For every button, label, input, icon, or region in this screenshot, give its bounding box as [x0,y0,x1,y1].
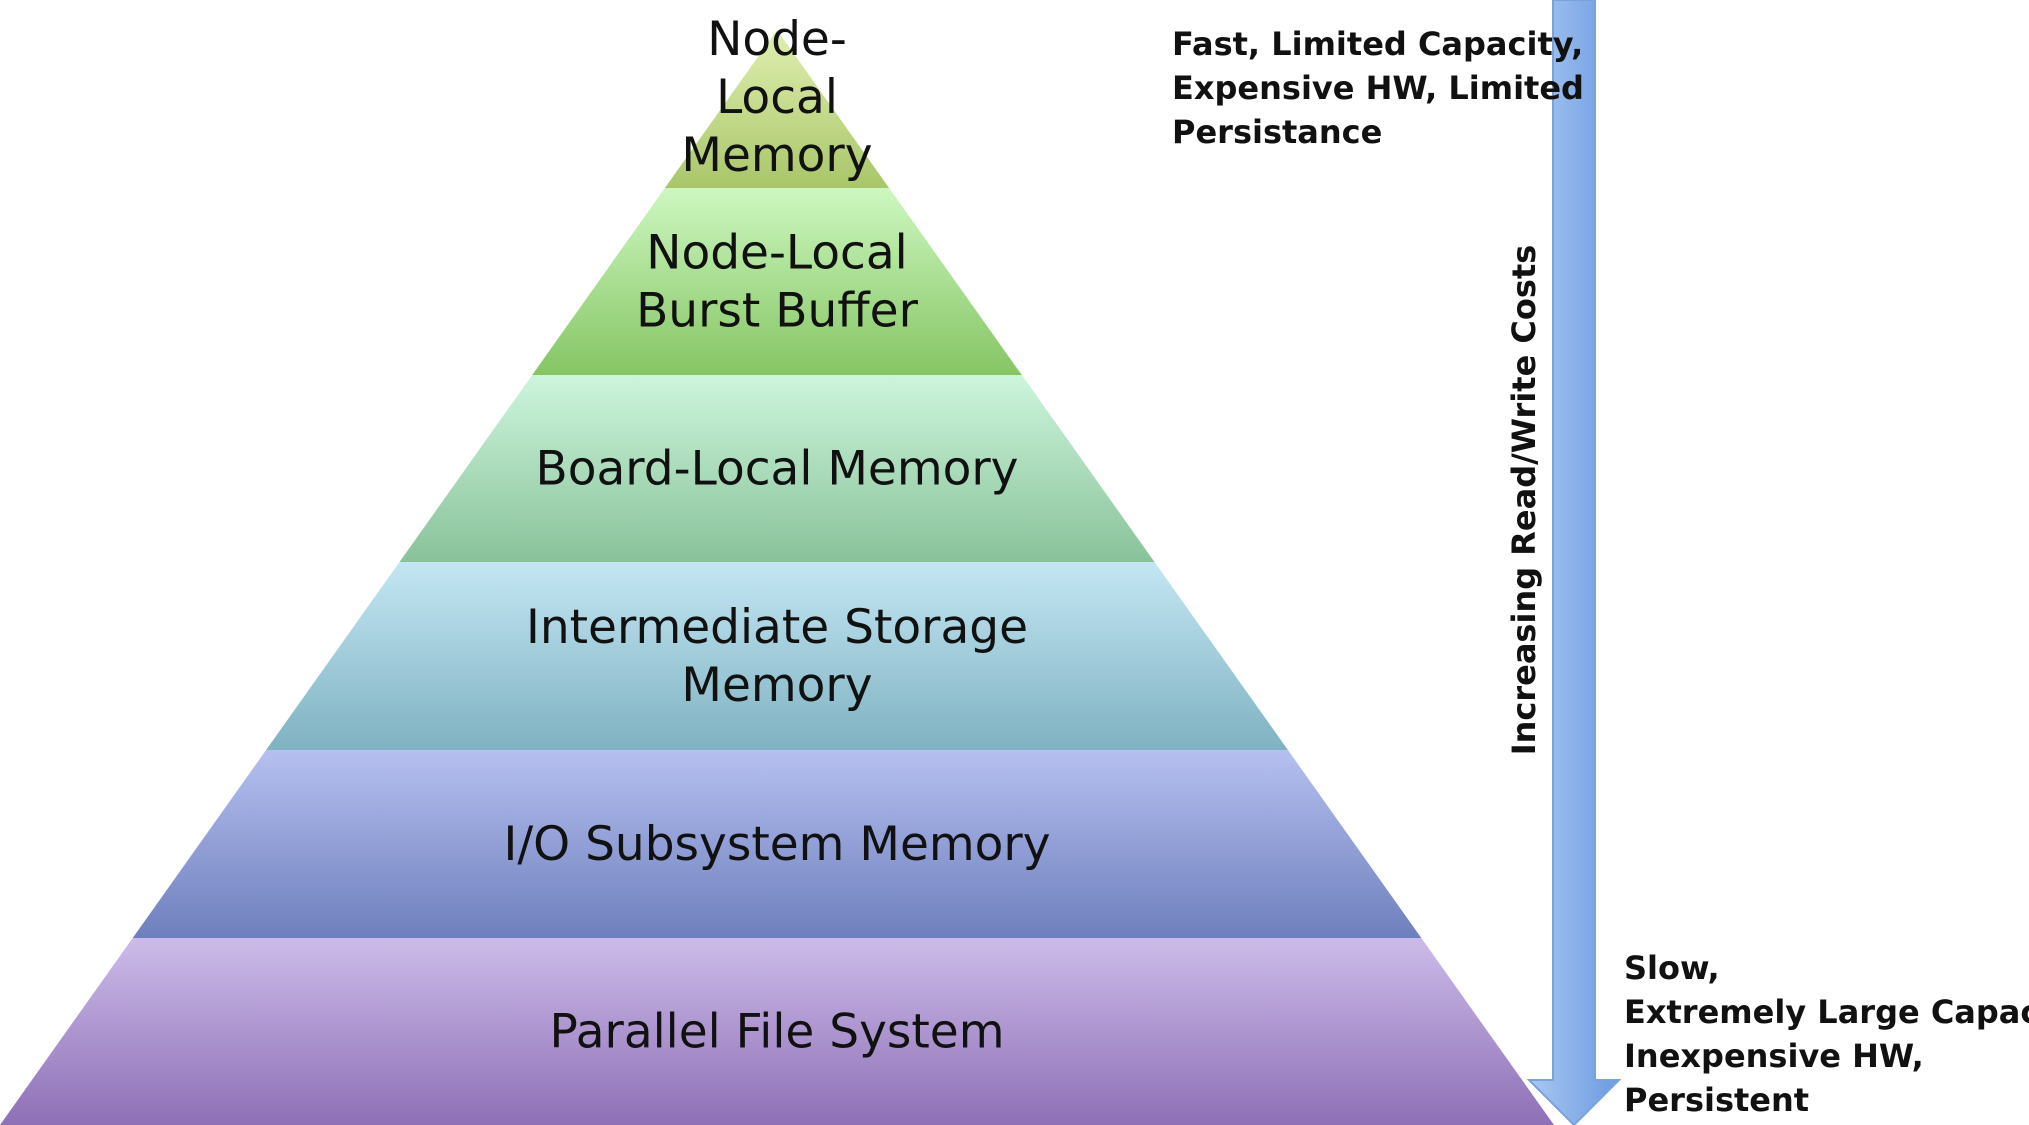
note-line: Persistent [1624,1081,1810,1119]
pyramid-tier [532,188,1022,375]
pyramid-tier [399,375,1155,562]
note-line: Extremely Large Capacity, [1624,993,2029,1031]
note-line: Inexpensive HW, [1624,1037,1924,1075]
note-line: Slow, [1624,949,1720,987]
tier-label: Burst Buffer [636,284,919,339]
fast-tier-note: Fast, Limited Capacity, Expensive HW, Li… [1172,22,1584,154]
tier-label: Memory [681,658,872,713]
tier-label: Local [716,70,838,125]
tier-label: Memory [681,128,872,183]
pyramid-tier [0,938,1554,1125]
tier-label: Board-Local Memory [536,442,1019,497]
tier-label: I/O Subsystem Memory [503,817,1050,872]
tier-label: Parallel File System [549,1005,1004,1060]
tier-label: Node-Local [646,226,907,281]
note-line: Persistance [1172,113,1383,151]
down-arrow-icon [1526,0,1622,1125]
slow-tier-note: Slow, Extremely Large Capacity, Inexpens… [1624,946,2029,1122]
pyramid-tier [664,30,890,188]
arrow-label: Increasing Read/Write Costs [1505,245,1543,756]
tier-label: Node- [707,12,847,67]
cost-arrow: Increasing Read/Write Costs [1505,0,1622,1125]
note-line: Expensive HW, Limited [1172,69,1584,107]
pyramid-tier [266,562,1288,750]
pyramid-tier [132,750,1422,938]
note-line: Fast, Limited Capacity, [1172,25,1584,63]
tier-label: Intermediate Storage [526,600,1028,655]
